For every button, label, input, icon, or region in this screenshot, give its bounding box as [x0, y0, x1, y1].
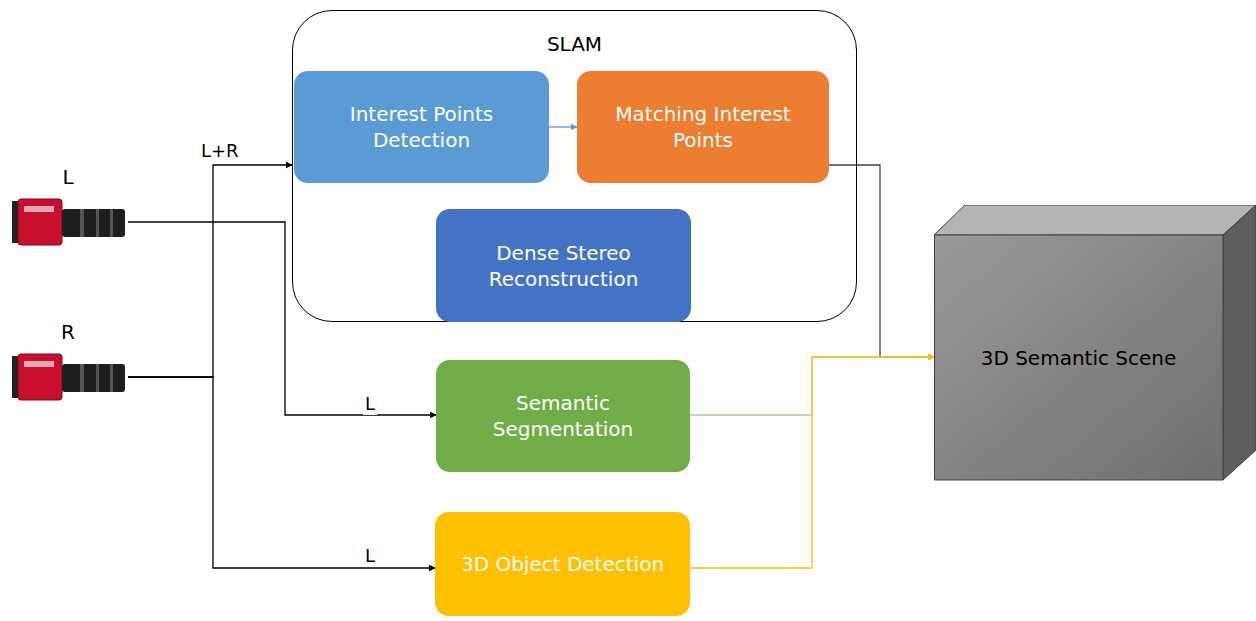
box-label: 3D Semantic Scene — [934, 345, 1223, 371]
edge-label: L+R — [199, 140, 241, 162]
camera-l-icon — [12, 199, 125, 245]
connector — [128, 222, 436, 415]
box-label: 3D Object Detection — [461, 551, 664, 577]
process-box: 3D Object Detection — [435, 512, 690, 616]
process-box: Matching Interest Points — [577, 71, 829, 183]
cube-front — [935, 235, 1224, 480]
camera-label: R — [8, 319, 128, 345]
camera-r-icon — [12, 354, 125, 400]
box-label: Matching Interest Points — [599, 101, 807, 153]
box-label: Interest Points Detection — [316, 101, 527, 153]
connector — [690, 357, 934, 568]
cube-outline — [934, 205, 1256, 481]
box-label: Semantic Segmentation — [458, 390, 668, 442]
process-box: Dense Stereo Reconstruction — [436, 209, 691, 322]
connector — [128, 377, 435, 568]
scene-cube: 3D Semantic Scene — [934, 205, 1256, 481]
camera-label: L — [8, 164, 128, 190]
connector — [549, 126, 577, 127]
camera-node: L — [8, 160, 128, 246]
connector — [128, 165, 292, 377]
edge-label: L — [363, 393, 377, 415]
process-box: Interest Points Detection — [294, 71, 549, 183]
group-title: SLAM — [293, 31, 856, 57]
box-label: Dense Stereo Reconstruction — [458, 240, 669, 292]
slam-container: SLAM Interest Points Detection Matching In… — [292, 10, 857, 322]
connector — [829, 165, 934, 357]
process-box: Semantic Segmentation — [436, 360, 690, 472]
edge-label: L — [363, 545, 377, 567]
cube-top — [934, 205, 1256, 235]
cube-side — [1223, 205, 1256, 480]
camera-node: R — [8, 315, 128, 401]
